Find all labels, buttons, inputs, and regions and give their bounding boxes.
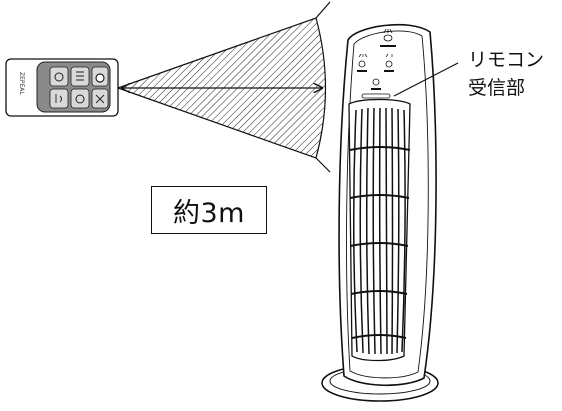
- grille-rings: [349, 146, 411, 339]
- fan-grille: [352, 107, 406, 355]
- signal-range-sector: [116, 1, 331, 173]
- distance-label-box: 約3m: [151, 186, 267, 234]
- receiver-leader-line: [393, 62, 459, 97]
- remote-buttons: [49, 66, 109, 109]
- remote-brand-text: ZEPEAL: [18, 72, 25, 95]
- remote-control: ZEPEAL: [5, 58, 119, 117]
- distance-label: 約3m: [173, 197, 245, 229]
- receiver-label: リモコン 受信部: [468, 46, 544, 102]
- control-panel: [357, 28, 396, 90]
- receiver-window: [361, 93, 391, 99]
- tower-fan: [321, 23, 439, 402]
- receiver-label-line2: 受信部: [468, 77, 526, 99]
- receiver-label-line1: リモコン: [468, 49, 545, 71]
